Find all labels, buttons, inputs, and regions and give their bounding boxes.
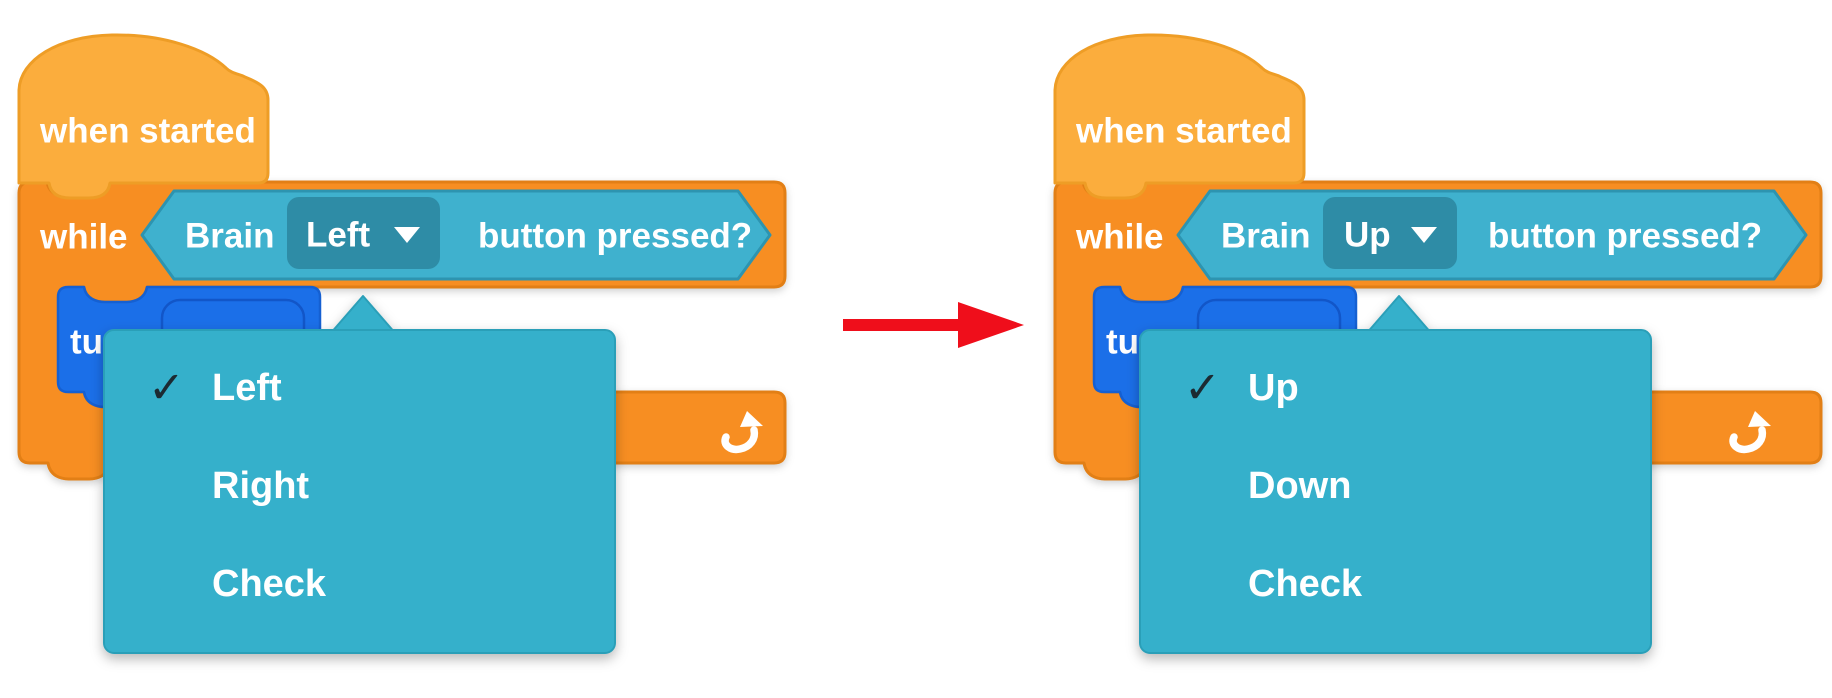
dropdown-panel: [1139, 329, 1652, 654]
button-dropdown-field[interactable]: [1323, 197, 1457, 269]
menu-item-3[interactable]: Check: [1248, 563, 1363, 605]
menu-item-2[interactable]: Right: [212, 465, 309, 507]
button-pressed-label: button pressed?: [478, 217, 752, 256]
hat-label: when started: [1075, 112, 1292, 151]
while-label: while: [1075, 218, 1164, 257]
dropdown-caret-icon: [394, 227, 420, 243]
menu-check-icon: ✓: [1184, 364, 1221, 413]
menu-item-1[interactable]: Up: [1248, 367, 1299, 409]
button-dropdown-value: Up: [1344, 216, 1391, 255]
menu-item-3[interactable]: Check: [212, 563, 327, 605]
block-stack-before: when started while Brain Left button pre…: [17, 33, 787, 654]
brain-label: Brain: [185, 217, 274, 256]
loop-arrow-icon: [1729, 411, 1771, 454]
hat-label: when started: [39, 112, 256, 151]
block-stack-after: when started while Brain Up button press…: [1053, 33, 1823, 654]
dropdown-pointer: [1365, 295, 1433, 335]
while-label: while: [39, 218, 128, 257]
menu-item-2[interactable]: Down: [1248, 465, 1351, 507]
brain-label: Brain: [1221, 217, 1310, 256]
button-pressed-label: button pressed?: [1488, 217, 1762, 256]
transition-arrow: [843, 302, 1024, 348]
dropdown-panel: [103, 329, 616, 654]
when-started-block[interactable]: [1053, 33, 1306, 200]
dropdown-menu: ✓ Up Down Check: [1139, 295, 1652, 654]
dropdown-menu: ✓ Left Right Check: [103, 295, 616, 654]
button-dropdown-field[interactable]: [287, 197, 440, 269]
menu-item-1[interactable]: Left: [212, 367, 282, 409]
dropdown-caret-icon: [1411, 227, 1437, 243]
button-dropdown-value: Left: [306, 216, 371, 255]
menu-check-icon: ✓: [148, 364, 185, 413]
when-started-block[interactable]: [17, 33, 270, 200]
dropdown-pointer: [329, 295, 397, 335]
loop-arrow-icon: [721, 411, 763, 454]
